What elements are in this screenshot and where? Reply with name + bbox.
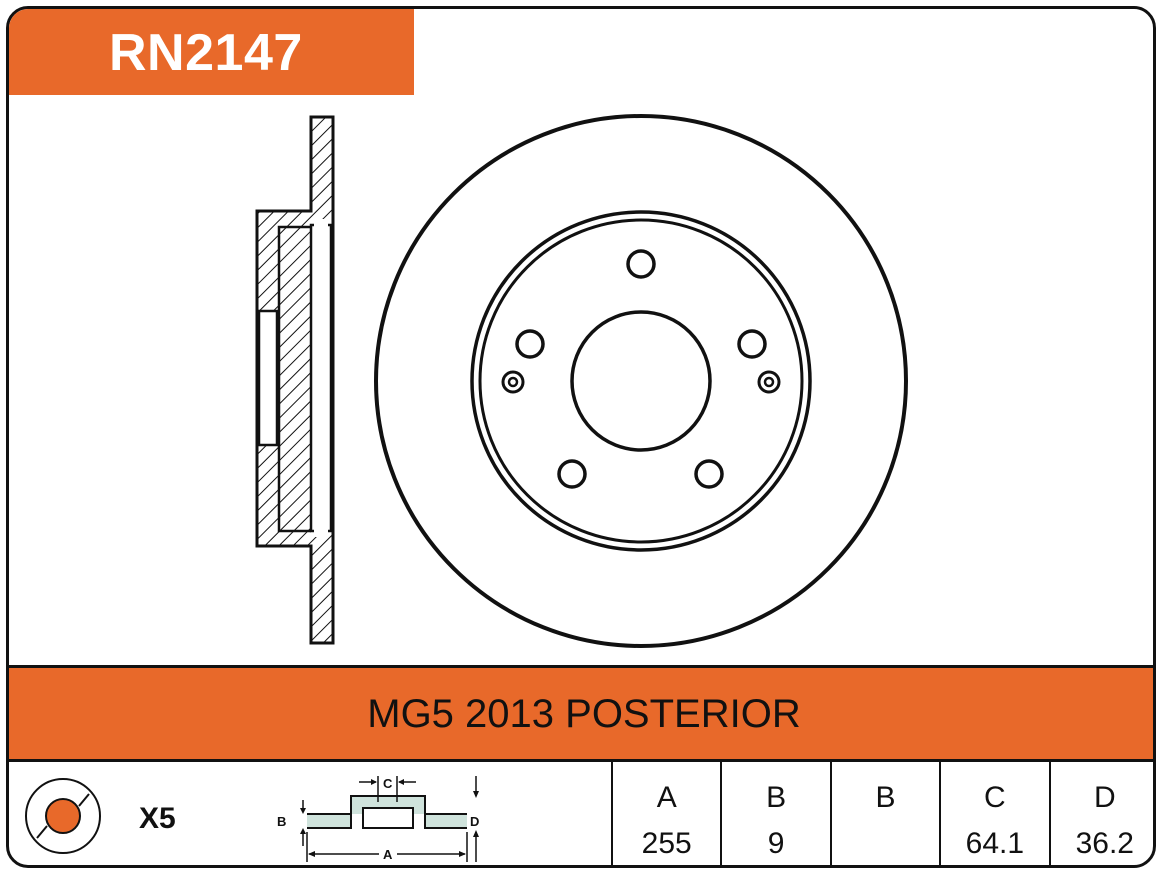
- dim-header: C: [939, 762, 1050, 816]
- dim-header: B: [829, 762, 941, 816]
- vehicle-application: MG5 2013 POSTERIOR: [367, 692, 801, 736]
- dim-header: B: [720, 762, 831, 816]
- dim-value: 36.2: [1048, 816, 1153, 865]
- product-code-tab: RN2147: [9, 9, 414, 95]
- dim-value: [829, 816, 941, 865]
- dimensions-value-row: 255 9 64.1 36.2: [610, 816, 1153, 865]
- dim-c-label: C: [383, 776, 393, 791]
- quantity-label: X5: [139, 802, 176, 835]
- dim-a-label: A: [383, 847, 393, 862]
- dim-header: A: [610, 762, 722, 816]
- bolt-hole: [515, 329, 545, 359]
- dimensions-table: A B B C D 255 9 64.1 36.2: [610, 762, 1153, 865]
- brake-disc-drawing: [255, 114, 908, 648]
- dim-b-label: B: [277, 814, 286, 829]
- spec-sheet: RN2147 MG5 2013 POSTERIOR X5: [6, 6, 1156, 868]
- dim-d-label: D: [470, 814, 479, 829]
- bolt-hole: [626, 249, 656, 279]
- locating-hole: [757, 370, 781, 394]
- locating-hole: [501, 370, 525, 394]
- bolt-hole: [557, 459, 587, 489]
- application-band: MG5 2013 POSTERIOR: [9, 665, 1153, 762]
- dimensions-header-row: A B B C D: [610, 762, 1153, 816]
- disc-cross-section: [255, 115, 335, 645]
- disc-profile-diagram: C D B A: [277, 776, 479, 862]
- dim-value: 9: [720, 816, 831, 865]
- dim-value: 255: [610, 816, 722, 865]
- product-code: RN2147: [109, 24, 303, 82]
- disc-count-icon: [25, 778, 101, 854]
- dim-header: D: [1048, 762, 1153, 816]
- bolt-hole: [694, 459, 724, 489]
- bolt-hole: [737, 329, 767, 359]
- disc-front-view: [374, 114, 908, 648]
- center-bore: [570, 310, 712, 452]
- dim-value: 64.1: [939, 816, 1050, 865]
- spec-footer: X5 C D: [9, 762, 1153, 865]
